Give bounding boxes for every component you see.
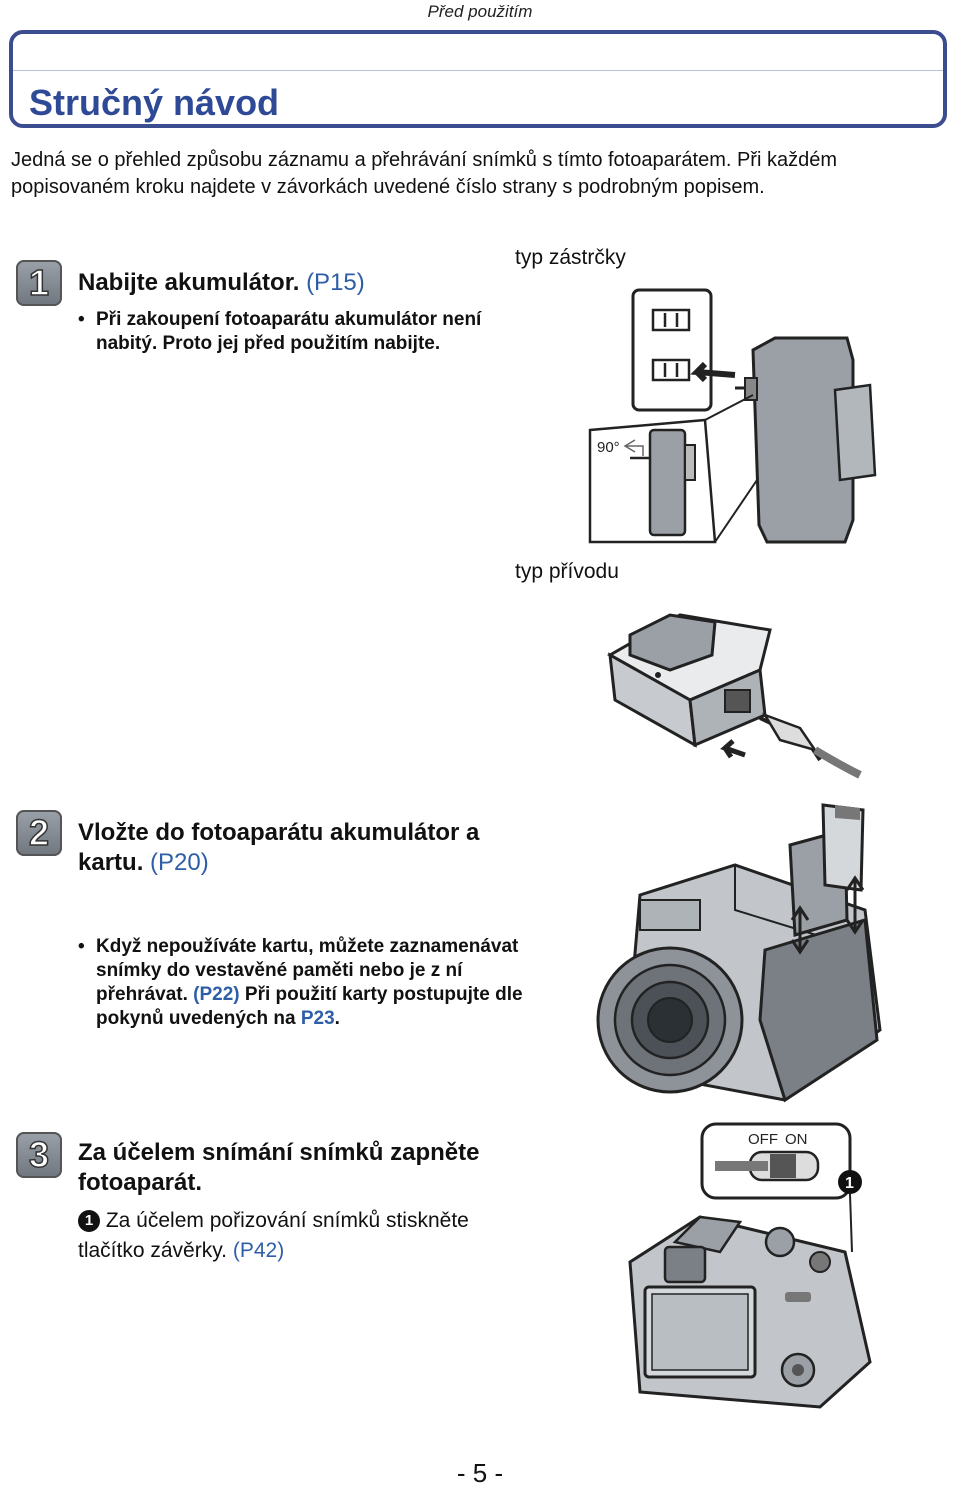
- switch-off-label: OFF: [748, 1131, 778, 1148]
- callout-1-badge: 1: [78, 1210, 100, 1232]
- step-2-bullet-a: Když nepoužíváte kartu, můžete zaznamená…: [96, 936, 519, 1005]
- step-3-sub-text: Za účelem pořizování snímků stiskněte tl…: [78, 1209, 469, 1262]
- step-3-title: Za účelem snímání snímků zapněte fotoapa…: [78, 1139, 480, 1196]
- camera-power-illustration: OFF ON 1: [628, 1122, 872, 1409]
- step-2-bullet: Když nepoužíváte kartu, můžete zaznamená…: [78, 935, 536, 1031]
- step-3-ref: (P42): [232, 1239, 285, 1262]
- step-2-bullet-ref1: (P22): [193, 984, 240, 1005]
- charger-plug-illustration: 90°: [588, 288, 877, 544]
- step-2-title: Vložte do fotoaparátu akumulátor a kartu…: [78, 818, 528, 878]
- step-2-bullet-c: .: [334, 1008, 340, 1029]
- step-2-bullet-b: Při použití karty postupujte dle pokynů …: [96, 984, 523, 1029]
- step-2-title-text: Vložte do fotoaparátu akumulátor a kartu…: [78, 819, 480, 876]
- angle-label: 90°: [597, 439, 620, 456]
- plug-type-label: typ zástrčky: [515, 246, 626, 269]
- step-1-title: Nabijte akumulátor. (P15): [78, 268, 508, 298]
- page-title: Stručný návod: [29, 82, 280, 123]
- step-1-ref: (P15): [306, 269, 365, 296]
- step-1-number: 1: [16, 260, 62, 306]
- step-2-ref: (P20): [150, 849, 209, 876]
- step-1-bullet: Při zakoupení fotoaparátu akumulátor nen…: [78, 308, 516, 356]
- wall-outlet: [631, 288, 713, 412]
- step-2-number: 2: [16, 810, 62, 856]
- charger-cord-illustration: [606, 613, 862, 779]
- step-3-number: 3: [16, 1132, 62, 1178]
- switch-callout: 1: [845, 1175, 854, 1192]
- step-2-bullet-ref2: P23: [300, 1008, 335, 1029]
- camera-battery-card-illustration: [596, 803, 882, 1103]
- step-1-title-text: Nabijte akumulátor.: [78, 269, 300, 296]
- title-box: Stručný návod: [9, 30, 947, 128]
- switch-on-label: ON: [785, 1131, 808, 1148]
- intro-paragraph: Jedná se o přehled způsobu záznamu a pře…: [11, 149, 837, 198]
- section-header: Před použitím: [427, 2, 533, 21]
- cord-type-label: typ přívodu: [515, 560, 619, 583]
- title-rule: [13, 70, 943, 71]
- page-number: - 5 -: [456, 1458, 504, 1488]
- step-3-sub: 1 Za účelem pořizování snímků stiskněte …: [78, 1206, 498, 1266]
